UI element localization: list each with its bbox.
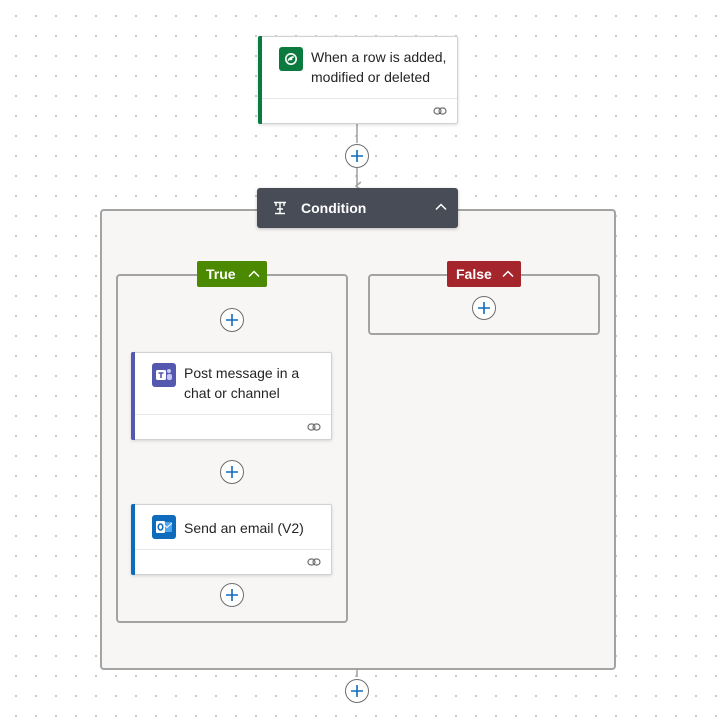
action-accent-bar (131, 352, 135, 440)
trigger-card[interactable]: When a row is added, modified or deleted (258, 36, 458, 124)
action-card-outlook[interactable]: Send an email (V2) (131, 504, 332, 575)
plus-icon (226, 589, 238, 601)
action-title: Send an email (V2) (184, 520, 304, 536)
add-step-button[interactable] (345, 144, 369, 168)
chevron-up-icon[interactable] (247, 267, 261, 281)
link-icon[interactable] (307, 422, 321, 432)
link-icon[interactable] (307, 557, 321, 567)
chevron-up-icon[interactable] (434, 200, 448, 214)
condition-title: Condition (301, 200, 367, 216)
add-step-button[interactable] (220, 460, 244, 484)
true-branch-text: True (206, 266, 236, 282)
false-branch-label[interactable]: False (447, 261, 521, 287)
plus-icon (226, 466, 238, 478)
add-step-button[interactable] (472, 296, 496, 320)
action-divider (135, 414, 331, 415)
false-branch-text: False (456, 266, 492, 282)
link-icon[interactable] (433, 106, 447, 116)
action-card-teams[interactable]: Post message in a chat or channel (131, 352, 332, 440)
outlook-icon (152, 515, 176, 539)
trigger-title: When a row is added, modified or deleted (311, 49, 447, 85)
true-branch-label[interactable]: True (197, 261, 267, 287)
add-step-button[interactable] (220, 583, 244, 607)
plus-icon (226, 314, 238, 326)
plus-icon (351, 685, 363, 697)
plus-icon (351, 150, 363, 162)
trigger-accent-bar (258, 36, 262, 124)
add-step-button[interactable] (220, 308, 244, 332)
add-step-button[interactable] (345, 679, 369, 703)
chevron-up-icon[interactable] (501, 267, 515, 281)
trigger-divider (262, 98, 457, 99)
action-divider (135, 549, 331, 550)
condition-header[interactable]: Condition (257, 188, 458, 228)
condition-icon (274, 201, 286, 215)
teams-icon (152, 363, 176, 387)
action-accent-bar (131, 504, 135, 575)
dataverse-icon (279, 47, 303, 71)
plus-icon (478, 302, 490, 314)
action-title: Post message in a chat or channel (184, 365, 300, 401)
